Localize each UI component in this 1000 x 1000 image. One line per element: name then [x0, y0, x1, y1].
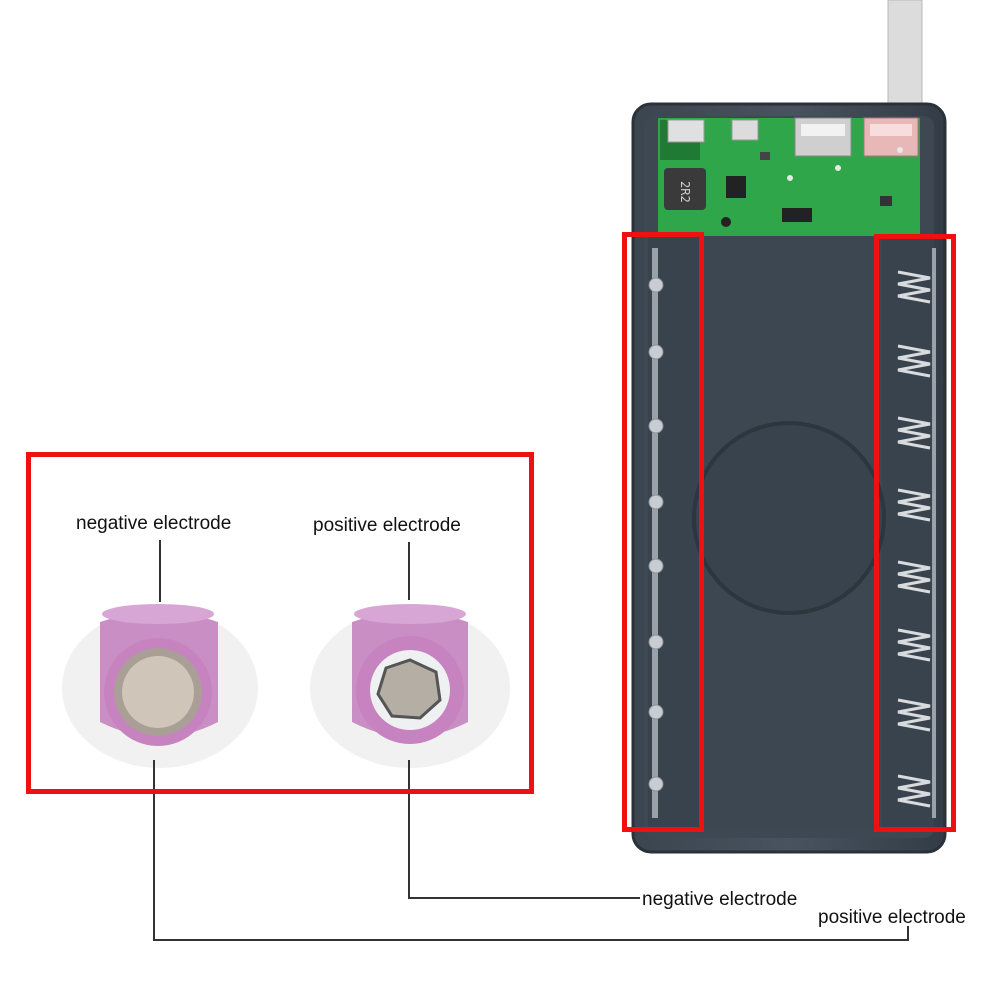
positive-springs — [897, 270, 931, 808]
cell-positive-end — [310, 604, 510, 768]
negative-electrode-label: negative electrode — [76, 513, 232, 534]
positive-electrode-label: positive electrode — [313, 515, 461, 536]
svg-text:2R2: 2R2 — [678, 181, 692, 203]
cell-negative-end — [62, 604, 258, 768]
usb-cable — [887, 0, 923, 111]
callout-positive-electrode: positive electrode — [818, 907, 966, 928]
usb-port-2 — [863, 117, 919, 157]
negative-contacts — [648, 248, 664, 818]
usb-port-1 — [794, 117, 852, 157]
callout-negative-electrode: negative electrode — [642, 889, 798, 910]
highlight-box-negative-contacts — [622, 232, 704, 832]
wireless-coil-circle — [692, 421, 886, 615]
pcb-board: 2R2 — [658, 117, 920, 236]
highlight-box-positive-springs — [874, 234, 956, 832]
leader-lines — [153, 540, 909, 941]
inductor — [664, 168, 706, 210]
highlight-box-detail — [26, 452, 534, 794]
